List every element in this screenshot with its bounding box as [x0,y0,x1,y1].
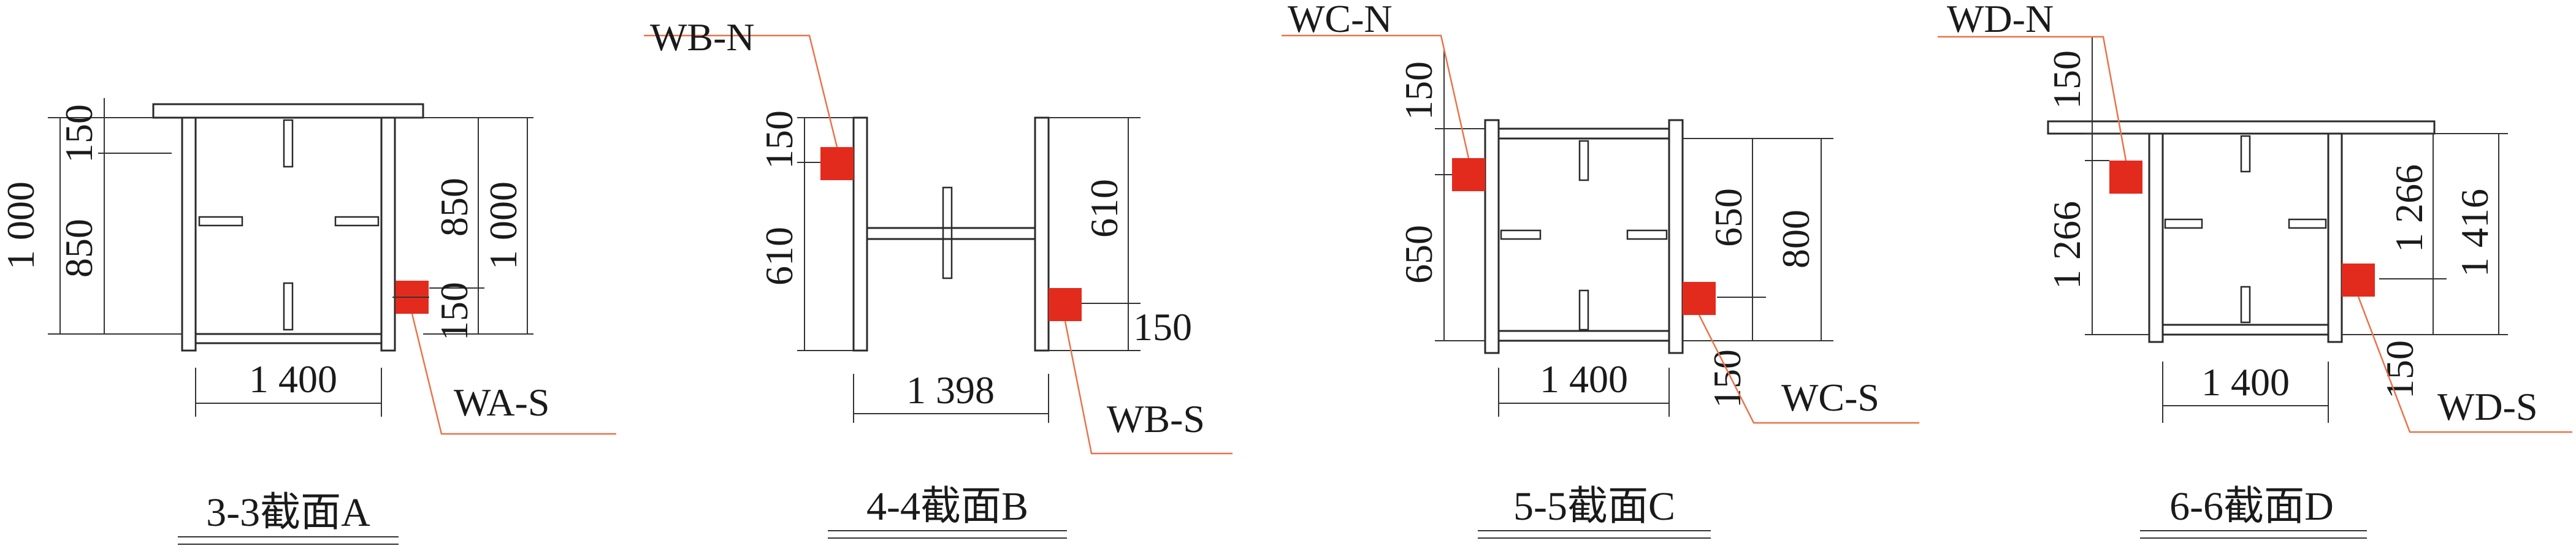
section-c: 150 650 WC-N 650 800 150 WC-S 1 400 5-5截… [1282,0,1919,539]
section-d: 150 1 266 WD-N 1 266 1 416 150 WD-S 1 40… [1938,0,2572,539]
leader-wb-s [1064,321,1233,455]
label-wd-s: WD-S [2437,385,2538,428]
section-d-dim-sensor: 150 [2378,340,2421,399]
section-c-dim-left: 650 [1397,225,1440,284]
leader-wc-s [1698,314,1919,424]
section-d-dim-left: 1 266 [2045,201,2089,289]
section-b-width: 1 398 [906,368,995,412]
section-c-left-web [1484,119,1500,354]
section-a-stiffener [198,216,243,227]
section-a-top-flange [152,103,424,119]
section-b-dim-left: 610 [757,227,801,286]
leader-wb-n [644,34,838,148]
label-wa-s: WA-S [454,381,549,424]
section-c-dim-right-total: 800 [1774,210,1817,268]
section-a-title: 3-3截面A [206,490,370,535]
section-a-dim-right-web: 850 [432,178,476,237]
sensor-wb-s [1049,288,1082,321]
section-a-width: 1 400 [249,357,337,401]
section-b-dim-right: 610 [1082,179,1126,238]
section-d-dim-right-total: 1 416 [2453,189,2496,277]
section-d-stiffener [2288,218,2327,229]
label-wb-s: WB-S [1107,397,1205,441]
section-c-stiffener [1500,229,1542,240]
leader-wd-n [1938,36,2127,161]
section-b-stiffener [942,186,953,279]
section-d-top-flange [2047,120,2436,135]
label-wc-n: WC-N [1288,0,1393,40]
section-d-left-web [2148,132,2164,343]
sensor-wd-n [2109,161,2142,194]
section-c-dim-top-left: 150 [1397,61,1440,120]
section-c-stiffener [1578,140,1589,181]
section-a-dim-left-total: 1 000 [0,181,42,270]
section-d-right-web [2327,132,2343,343]
section-d-dim-top-left: 150 [2045,50,2089,109]
section-b-right-flange [1034,116,1050,352]
section-b: 150 610 WB-N 610 150 WB-S 1 398 4-4截面B [644,15,1233,539]
section-a-dim-top: 150 [57,104,101,163]
sensor-wc-n [1452,158,1485,191]
label-wc-s: WC-S [1781,376,1879,419]
section-d-stiffener [2164,218,2203,229]
section-a-right-web [380,116,396,352]
section-b-dim-sensor: 150 [1133,305,1192,349]
section-a-stiffener [334,216,380,227]
section-a-dim-sensor: 150 [432,282,476,341]
section-a-dim-right-total: 1 000 [481,181,525,270]
section-a-dim-left-web: 850 [57,219,101,278]
section-d-title: 6-6截面D [2169,484,2334,529]
section-b-left-flange [852,116,868,352]
section-b-title: 4-4截面B [866,484,1028,529]
section-c-right-web [1668,119,1684,354]
section-c-dim-right: 650 [1707,188,1750,247]
section-d-stiffener [2240,286,2251,324]
section-d-stiffener [2240,135,2251,173]
sensor-wc-s [1683,282,1716,315]
section-c-stiffener [1626,229,1668,240]
section-a-left-web [181,116,197,352]
section-a-stiffener [283,119,294,168]
section-c-stiffener [1578,289,1589,331]
sensor-wb-n [820,147,854,180]
label-wb-n: WB-N [650,15,755,59]
leader-wd-s [2357,296,2572,433]
label-wd-n: WD-N [1947,0,2054,40]
section-c-width: 1 400 [1540,357,1628,401]
section-d-width: 1 400 [2201,360,2290,404]
section-a: 150 850 1 000 850 1 000 150 WA-S 1 400 3… [0,98,616,545]
section-a-stiffener [283,282,294,331]
sensor-wd-s [2342,264,2375,297]
section-c-title: 5-5截面C [1513,484,1675,529]
section-b-dim-top-left: 150 [757,110,801,169]
section-d-dim-right: 1 266 [2387,164,2431,252]
leader-wc-n [1282,34,1470,159]
leader-wa-s [411,313,616,435]
